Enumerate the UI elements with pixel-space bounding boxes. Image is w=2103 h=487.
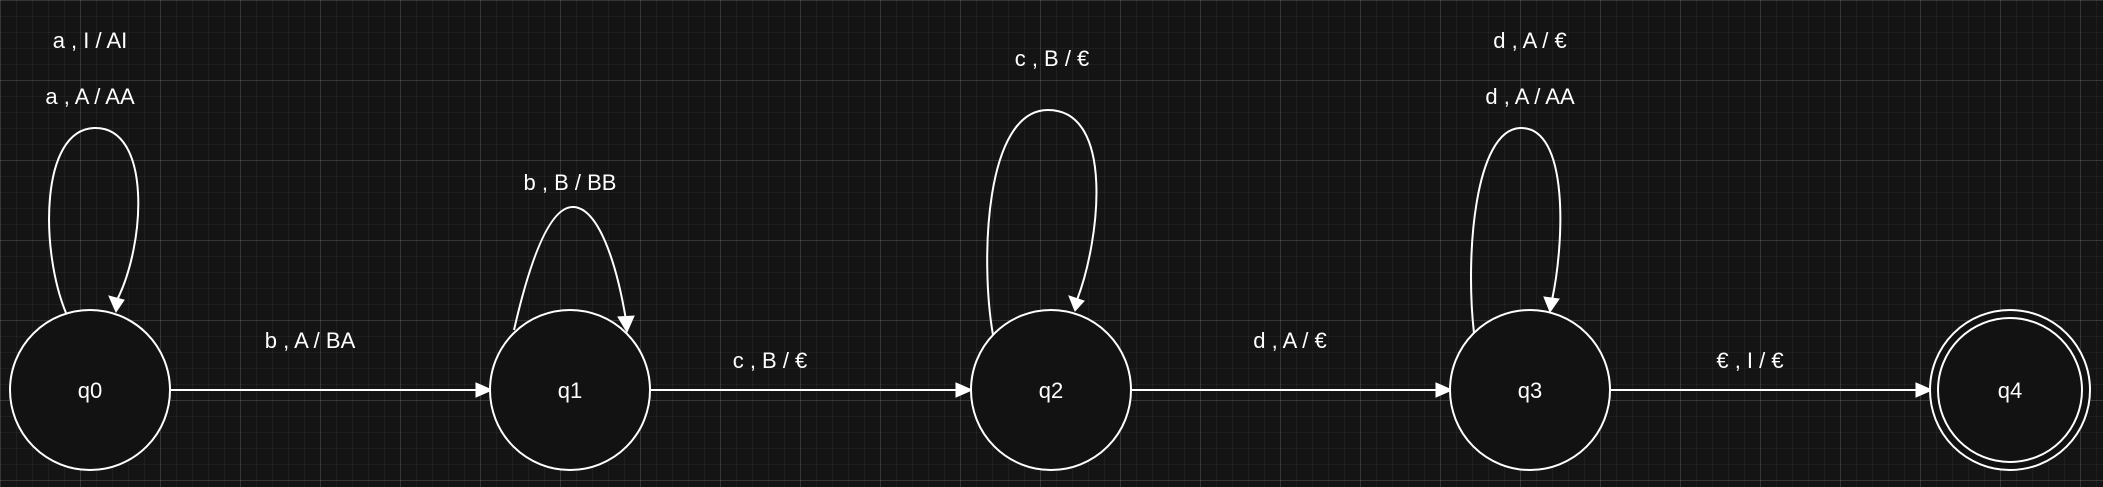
self-loop-q3[interactable] [1470, 126, 1562, 334]
arrowhead-q3-loop [1543, 296, 1560, 314]
transition-label-q3-q4: € , I / € [1716, 348, 1783, 373]
transition-label-q0-q1: b , A / BA [265, 328, 356, 353]
transition-label-q2-q3: d , A / € [1253, 328, 1326, 353]
state-label-q4: q4 [1998, 378, 2022, 403]
transition-label-q2-self: c , B / € [1015, 46, 1090, 71]
arrowhead-q0-q1 [475, 382, 494, 398]
state-label-q3: q3 [1518, 378, 1542, 403]
transition-label-q1-self: b , B / BB [524, 170, 617, 195]
transition-label-q0-self-2: a , A / AA [45, 84, 135, 109]
arrowhead-q1-q2 [955, 382, 974, 398]
arrowhead-q2-q3 [1435, 382, 1454, 398]
state-label-q0: q0 [78, 378, 102, 403]
self-loop-q0[interactable] [48, 126, 140, 314]
state-q4[interactable]: q4 [1929, 309, 2091, 471]
state-q2[interactable]: q2 [970, 309, 1132, 471]
transition-label-q3-self-2: d , A / AA [1485, 84, 1575, 109]
transition-label-q0-self-1: a , I / AI [53, 28, 128, 53]
self-loop-q2[interactable] [986, 108, 1098, 336]
state-label-q2: q2 [1039, 378, 1063, 403]
state-q0[interactable]: q0 [9, 309, 171, 471]
arrowhead-q3-q4 [1915, 382, 1934, 398]
arrowhead-q0-loop [108, 295, 125, 314]
arrowhead-q2-loop [1068, 295, 1085, 312]
arrowhead-q1-loop [617, 315, 635, 334]
state-q3[interactable]: q3 [1449, 309, 1611, 471]
transition-label-q3-self-1: d , A / € [1493, 28, 1566, 53]
transition-label-q1-q2: c , B / € [733, 348, 808, 373]
state-q1[interactable]: q1 [489, 309, 651, 471]
self-loop-q1[interactable] [513, 205, 627, 331]
state-label-q1: q1 [558, 378, 582, 403]
